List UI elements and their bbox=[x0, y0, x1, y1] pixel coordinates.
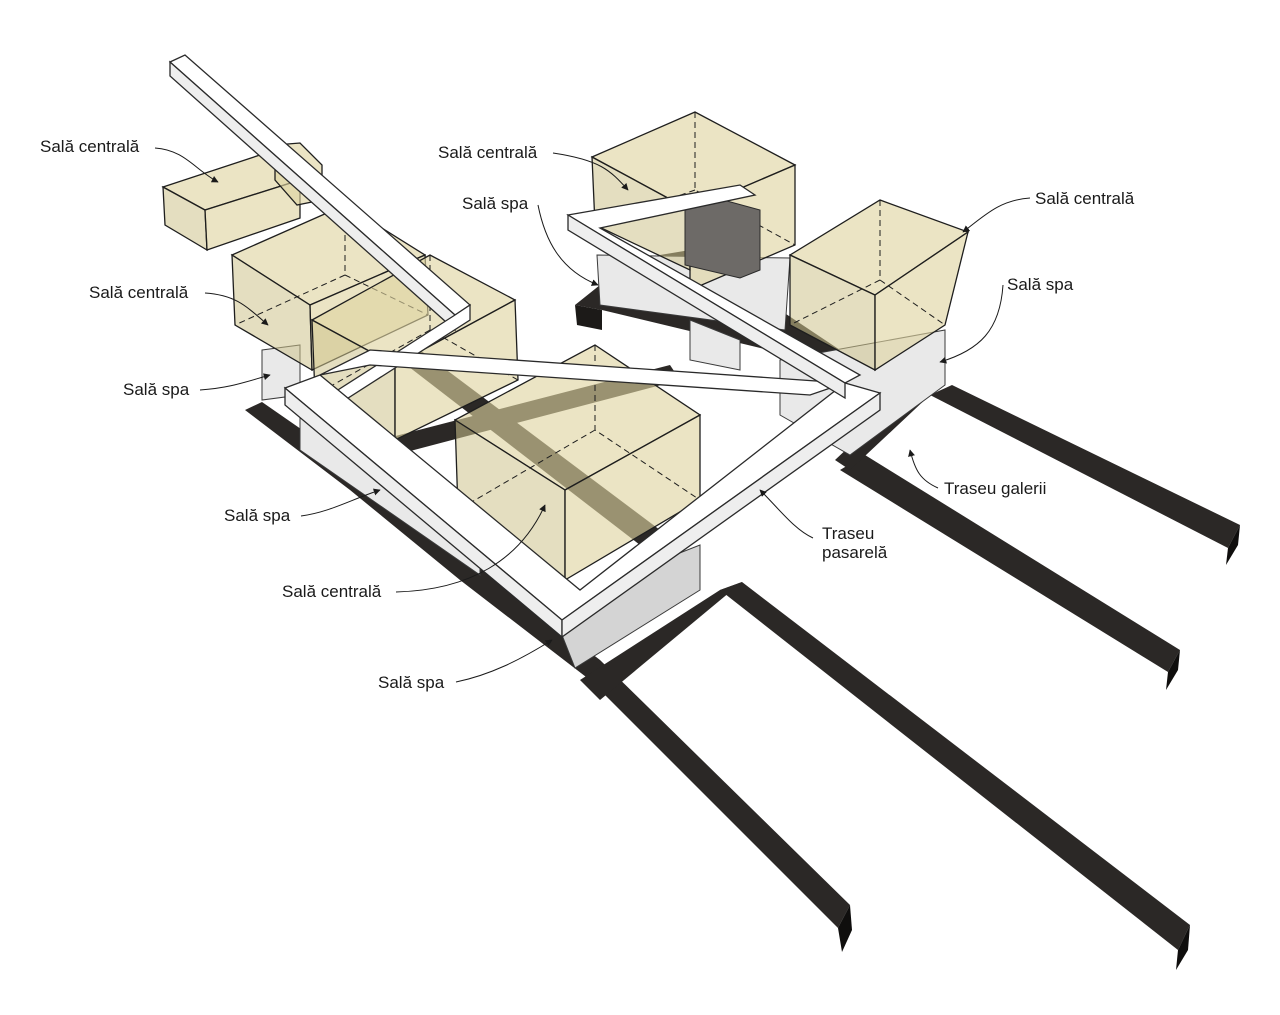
leader-sala-centrala-4 bbox=[204, 292, 269, 326]
spa-hall-mid bbox=[689, 319, 741, 371]
gallery-rail-right bbox=[930, 385, 1240, 548]
label-sala-spa-4: Sală spa bbox=[224, 506, 291, 525]
label-sala-centrala-2: Sală centrală bbox=[438, 143, 538, 162]
gallery-rail-lower-end bbox=[1176, 925, 1190, 970]
label-traseu-pasarela-line2: pasarelă bbox=[822, 543, 888, 562]
leader-traseu-pasarela bbox=[759, 489, 814, 539]
walkway-loop-side-right bbox=[561, 391, 881, 639]
gallery-rail-left bbox=[245, 402, 850, 928]
leader-sala-spa-5 bbox=[455, 639, 553, 683]
label-traseu-galerii: Traseu galerii bbox=[944, 479, 1047, 498]
leader-sala-spa-2 bbox=[939, 284, 1004, 364]
label-traseu-pasarela-line1: Traseu bbox=[822, 524, 875, 543]
label-sala-spa-1: Sală spa bbox=[462, 194, 529, 213]
leader-traseu-galerii bbox=[908, 449, 939, 489]
leader-sala-centrala-3 bbox=[962, 197, 1031, 233]
label-sala-centrala-4: Sală centrală bbox=[89, 283, 189, 302]
gallery-connector-lower bbox=[580, 582, 742, 700]
leader-sala-centrala-1 bbox=[154, 147, 219, 183]
gallery-rail-middle bbox=[840, 455, 1180, 672]
leader-sala-centrala-5 bbox=[395, 504, 546, 593]
label-sala-centrala-3: Sală centrală bbox=[1035, 189, 1135, 208]
walkway bbox=[168, 54, 882, 639]
leader-sala-spa-1 bbox=[537, 204, 599, 286]
gallery-rail-lower bbox=[720, 582, 1190, 950]
label-traseu-pasarela: Traseu pasarelă bbox=[822, 524, 887, 562]
central-hall-right bbox=[788, 199, 970, 372]
walkway-upper-side bbox=[567, 213, 846, 400]
leader-lines bbox=[154, 147, 1031, 683]
leader-sala-spa-4 bbox=[300, 488, 381, 517]
leader-sala-centrala-2 bbox=[552, 152, 629, 191]
label-sala-spa-2: Sală spa bbox=[1007, 275, 1074, 294]
gallery-rail-middle-end bbox=[1166, 650, 1180, 690]
leader-sala-spa-3 bbox=[199, 373, 271, 391]
gallery-rail-left-end bbox=[838, 905, 852, 952]
label-sala-spa-3: Sală spa bbox=[123, 380, 190, 399]
label-sala-centrala-1: Sală centrală bbox=[40, 137, 140, 156]
gallery-frame-right-side bbox=[575, 305, 602, 330]
gallery-rail-right-end bbox=[1226, 525, 1240, 565]
walkway-loop-back bbox=[319, 349, 846, 396]
label-sala-centrala-5: Sală centrală bbox=[282, 582, 382, 601]
label-sala-spa-5: Sală spa bbox=[378, 673, 445, 692]
